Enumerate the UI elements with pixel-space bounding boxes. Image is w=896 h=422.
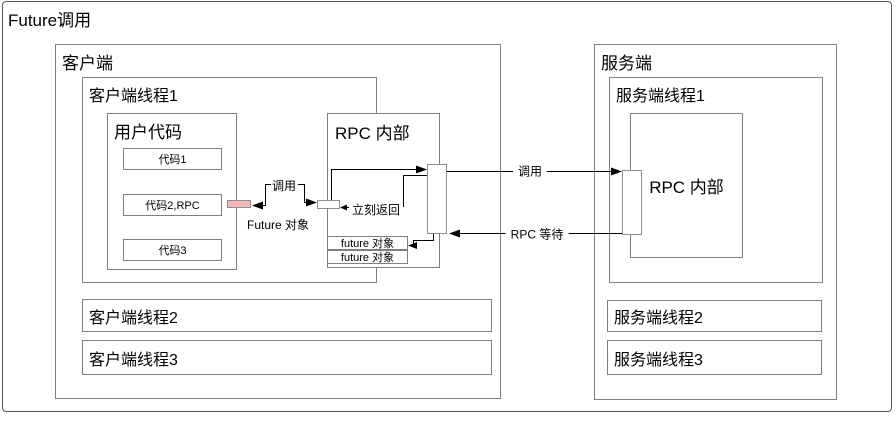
future-object-box-2-label: future 对象 bbox=[340, 252, 395, 264]
future-object-slot bbox=[227, 200, 251, 208]
server-thread3-box: 服务端线程3 bbox=[607, 340, 822, 375]
diagram-frame bbox=[2, 1, 892, 412]
code2-rpc-label: 代码2,RPC bbox=[145, 200, 200, 212]
client-thread3-box: 客户端线程3 bbox=[82, 340, 492, 375]
call-local-label: 调用 bbox=[272, 179, 297, 193]
server-thread2-label: 服务端线程2 bbox=[614, 310, 703, 327]
code3-box: 代码3 bbox=[123, 239, 222, 261]
client-label: 客户端 bbox=[62, 54, 113, 73]
server-rpc-entry-port bbox=[622, 170, 642, 235]
future-object-box-1-label: future 对象 bbox=[340, 238, 395, 250]
call-remote-label: 调用 bbox=[512, 162, 548, 180]
code1-box: 代码1 bbox=[123, 148, 222, 170]
client-thread2-label: 客户端线程2 bbox=[89, 309, 178, 327]
user-code-label: 用户代码 bbox=[114, 123, 182, 142]
code1-label: 代码1 bbox=[158, 154, 187, 166]
server-thread1-label: 服务端线程1 bbox=[616, 88, 705, 105]
client-rpc-entry-port bbox=[317, 200, 340, 209]
future-object-box-1: future 对象 bbox=[327, 236, 408, 250]
rpc-wait-label: RPC 等待 bbox=[505, 225, 569, 243]
client-thread2-box: 客户端线程2 bbox=[82, 299, 492, 332]
code2-rpc-box: 代码2,RPC bbox=[123, 194, 222, 216]
server-thread2-box: 服务端线程2 bbox=[607, 300, 822, 332]
server-rpc-internal-box: RPC 内部 bbox=[630, 113, 743, 258]
client-thread3-label: 客户端线程3 bbox=[89, 351, 178, 369]
server-label: 服务端 bbox=[601, 54, 652, 73]
future-object-label: Future 对象 bbox=[247, 218, 310, 232]
server-thread3-label: 服务端线程3 bbox=[614, 351, 703, 369]
client-rpc-internal-label: RPC 内部 bbox=[335, 124, 410, 143]
page-title: Future调用 bbox=[8, 11, 92, 30]
code3-label: 代码3 bbox=[158, 245, 187, 257]
immediate-return-label: 立刻返回 bbox=[352, 203, 401, 217]
client-rpc-network-bar bbox=[427, 164, 447, 234]
client-thread1-label: 客户端线程1 bbox=[89, 88, 178, 105]
future-object-box-2: future 对象 bbox=[327, 250, 408, 264]
server-rpc-internal-label: RPC 内部 bbox=[649, 178, 724, 197]
